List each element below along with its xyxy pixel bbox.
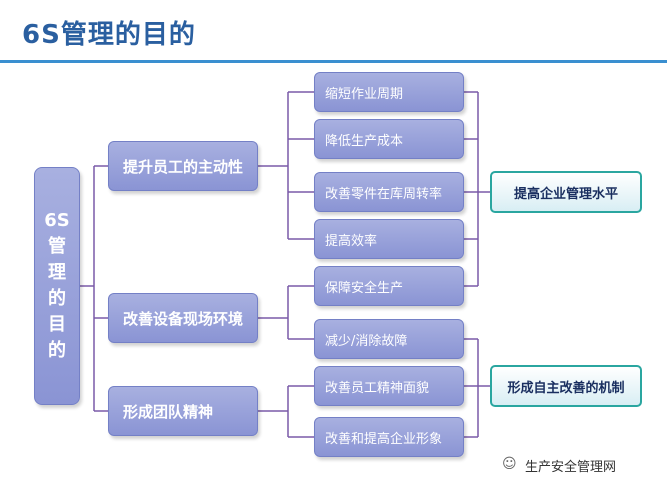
leaf-node: 减少/消除故障: [314, 319, 464, 359]
leaf-node: 改善员工精神面貌: [314, 366, 464, 406]
leaf-node: 缩短作业周期: [314, 72, 464, 112]
root-node: 6S 管 理 的 目 的: [34, 167, 80, 405]
outcome-node: 形成自主改善的机制: [490, 365, 642, 407]
root-char: 6S: [44, 210, 70, 231]
leaf-node: 改善零件在库周转率: [314, 172, 464, 212]
leaf-node: 改善和提高企业形象: [314, 417, 464, 457]
root-char: 目: [48, 314, 66, 335]
leaves-to-outcome1-connector: [464, 91, 490, 287]
leaf-node: 降低生产成本: [314, 119, 464, 159]
leaf-node: 保障安全生产: [314, 266, 464, 306]
page-title: 6S管理的目的: [22, 20, 196, 50]
branch-node: 改善设备现场环境: [108, 293, 258, 343]
watermark-text: 生产安全管理网: [525, 460, 617, 475]
branch1-to-leaves-connector: [258, 91, 314, 240]
title-divider: [0, 60, 667, 63]
root-char: 的: [48, 340, 66, 361]
leaf-node: 提高效率: [314, 219, 464, 259]
root-char: 管: [48, 236, 66, 257]
root-to-branches-connector: [80, 165, 108, 412]
wechat-icon: ☺: [502, 456, 517, 472]
root-char: 的: [48, 288, 66, 309]
branch-node: 形成团队精神: [108, 386, 258, 436]
branch2-to-leaves-connector: [258, 285, 314, 340]
root-char: 理: [48, 262, 66, 283]
branch3-to-leaves-connector: [258, 385, 314, 438]
leaves-to-outcome2-connector: [464, 338, 490, 438]
branch-node: 提升员工的主动性: [108, 141, 258, 191]
outcome-node: 提高企业管理水平: [490, 171, 642, 213]
